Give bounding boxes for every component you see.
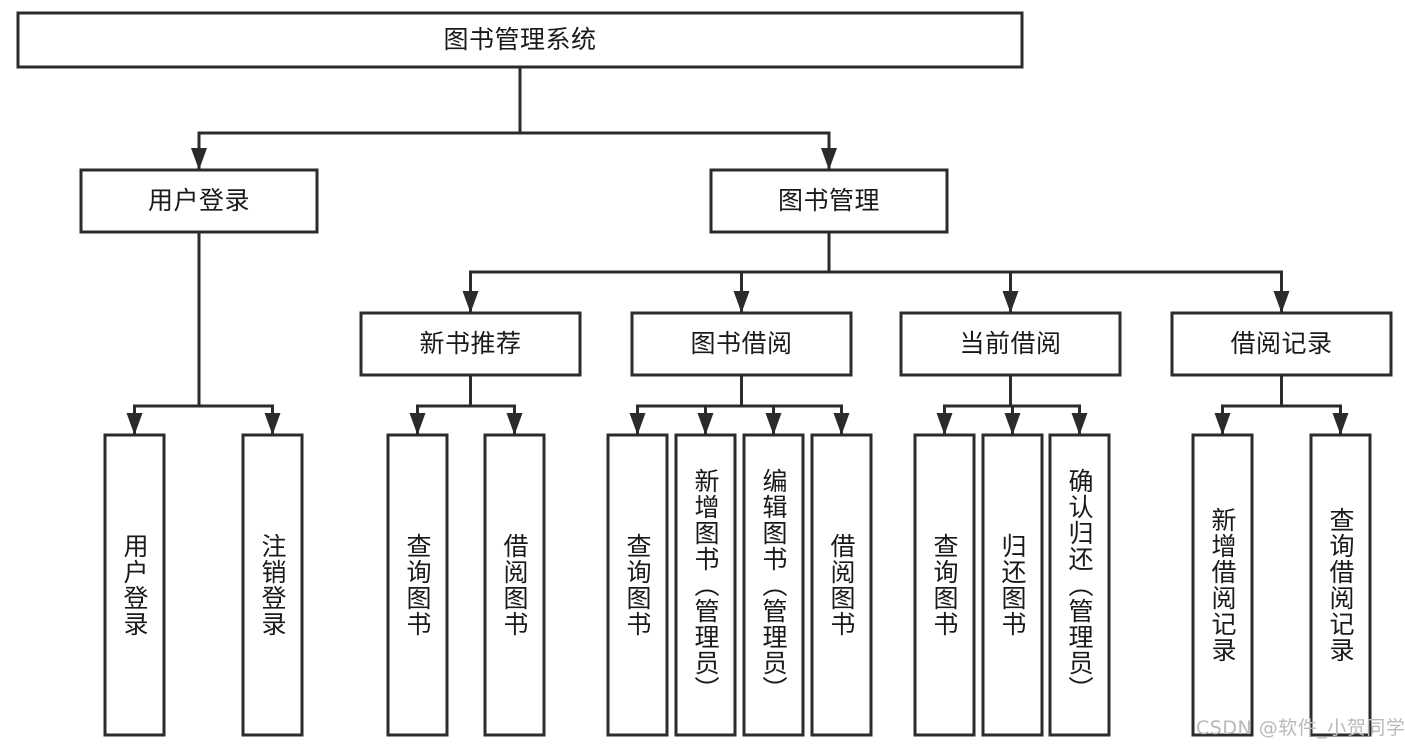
node-label-借阅图书: 借阅图书 xyxy=(485,435,544,735)
node-label-text: 查询借阅记录 xyxy=(1326,507,1355,663)
node-box-图书借阅[interactable] xyxy=(630,311,853,377)
node-label-text: 借阅记录 xyxy=(1230,328,1333,358)
node-label-图书管理: 图书管理 xyxy=(711,170,947,232)
arrow-head-icon xyxy=(1332,413,1349,435)
node-label-确认归还管理员: 确认归还（管理员） xyxy=(1050,435,1109,735)
node-box-当前借阅[interactable] xyxy=(899,311,1122,377)
node-label-text: 查询图书 xyxy=(930,533,959,637)
node-box-注销登录[interactable] xyxy=(241,433,304,737)
arrow-head-icon xyxy=(629,413,646,435)
arrow-head-icon xyxy=(936,413,953,435)
node-box-新增图书管理员[interactable] xyxy=(674,433,737,737)
node-label-text: 借阅图书 xyxy=(827,533,856,637)
node-box-新增借阅记录[interactable] xyxy=(1191,433,1254,737)
node-label-text: 借阅图书 xyxy=(500,533,529,637)
node-label-text: 新增图书（管理员） xyxy=(691,468,720,702)
node-label-text: 编辑图书（管理员） xyxy=(759,468,788,702)
arrow-head-icon xyxy=(1273,291,1290,313)
arrow-head-icon xyxy=(506,413,523,435)
connector-layer xyxy=(126,65,1349,437)
node-label-图书管理系统: 图书管理系统 xyxy=(18,13,1022,67)
arrow-head-icon xyxy=(1004,413,1021,435)
arrow-head-icon xyxy=(191,148,207,170)
node-box-用户登录[interactable] xyxy=(103,433,166,737)
node-label-新增图书管理员: 新增图书（管理员） xyxy=(676,435,735,735)
node-box-查询图书[interactable] xyxy=(606,433,669,737)
node-box-借阅记录[interactable] xyxy=(1170,311,1393,377)
node-label-借阅记录: 借阅记录 xyxy=(1172,313,1391,375)
node-label-注销登录: 注销登录 xyxy=(243,435,302,735)
arrow-head-icon xyxy=(697,413,714,435)
node-box-确认归还管理员[interactable] xyxy=(1048,433,1111,737)
node-box-图书管理[interactable] xyxy=(709,168,949,234)
node-label-查询图书: 查询图书 xyxy=(608,435,667,735)
arrow-head-icon xyxy=(1071,413,1088,435)
node-label-text: 新书推荐 xyxy=(419,328,522,358)
node-label-查询借阅记录: 查询借阅记录 xyxy=(1311,435,1370,735)
arrow-head-icon xyxy=(462,291,479,313)
node-box-用户登录[interactable] xyxy=(79,168,319,234)
node-box-编辑图书管理员[interactable] xyxy=(742,433,805,737)
node-box-借阅图书[interactable] xyxy=(810,433,873,737)
node-label-当前借阅: 当前借阅 xyxy=(901,313,1120,375)
node-box-借阅图书[interactable] xyxy=(483,433,546,737)
arrow-head-icon xyxy=(126,413,143,435)
node-label-text: 确认归还（管理员） xyxy=(1065,468,1094,702)
node-label-图书借阅: 图书借阅 xyxy=(632,313,851,375)
arrow-head-icon xyxy=(765,413,782,435)
node-box-图书管理系统[interactable] xyxy=(16,11,1024,69)
arrow-head-icon xyxy=(821,148,837,170)
arrow-head-icon xyxy=(409,413,426,435)
node-label-text: 新增借阅记录 xyxy=(1208,507,1237,663)
node-label-编辑图书管理员: 编辑图书（管理员） xyxy=(744,435,803,735)
node-label-text: 查询图书 xyxy=(403,533,432,637)
node-label-text: 用户登录 xyxy=(120,533,149,637)
node-label-用户登录: 用户登录 xyxy=(81,170,317,232)
node-label-新书推荐: 新书推荐 xyxy=(361,313,580,375)
node-label-text: 用户登录 xyxy=(147,185,250,215)
node-box-查询图书[interactable] xyxy=(913,433,976,737)
node-box-查询借阅记录[interactable] xyxy=(1309,433,1372,737)
node-label-用户登录: 用户登录 xyxy=(105,435,164,735)
node-box-layer xyxy=(16,11,1393,737)
node-label-查询图书: 查询图书 xyxy=(915,435,974,735)
node-label-归还图书: 归还图书 xyxy=(983,435,1042,735)
arrow-head-icon xyxy=(1214,413,1231,435)
arrow-head-icon xyxy=(1002,291,1019,313)
node-box-查询图书[interactable] xyxy=(386,433,449,737)
node-box-新书推荐[interactable] xyxy=(359,311,582,377)
node-label-text: 图书借阅 xyxy=(690,328,793,358)
node-label-text: 查询图书 xyxy=(623,533,652,637)
node-box-归还图书[interactable] xyxy=(981,433,1044,737)
node-label-text: 注销登录 xyxy=(258,533,287,637)
arrow-head-icon xyxy=(833,413,850,435)
node-label-text: 归还图书 xyxy=(998,533,1027,637)
node-label-借阅图书: 借阅图书 xyxy=(812,435,871,735)
arrow-head-icon xyxy=(264,413,281,435)
csdn-watermark: CSDN @软件_小贺同学 xyxy=(1196,717,1405,739)
arrow-head-icon xyxy=(733,291,750,313)
node-label-text: 图书管理 xyxy=(777,185,880,215)
node-label-新增借阅记录: 新增借阅记录 xyxy=(1193,435,1252,735)
node-label-text: 图书管理系统 xyxy=(443,24,597,54)
node-label-查询图书: 查询图书 xyxy=(388,435,447,735)
node-label-text: 当前借阅 xyxy=(959,328,1062,358)
